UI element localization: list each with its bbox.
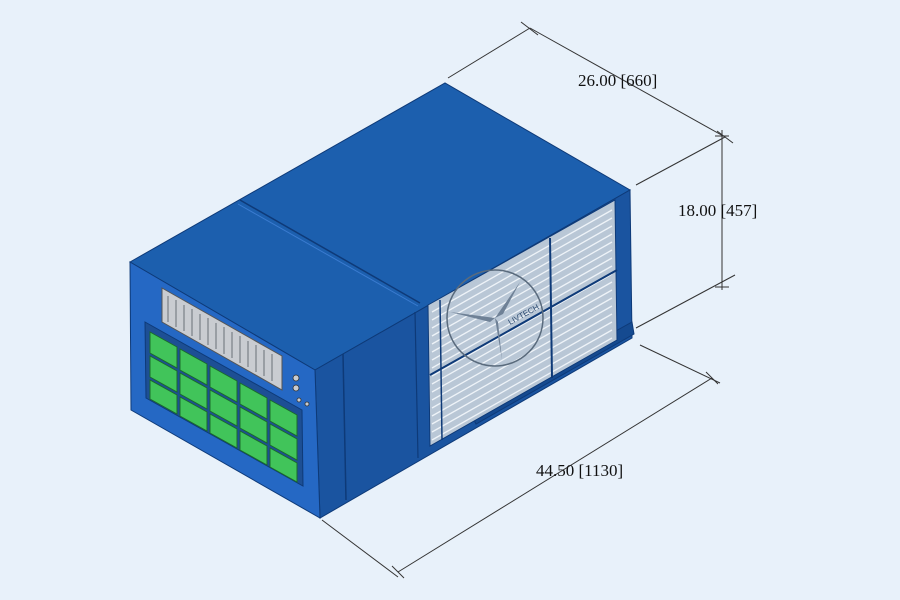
- battery-module-panel: [144, 321, 304, 487]
- dimension-length-label: 44.50 [1130]: [536, 461, 623, 480]
- front-rack: [161, 287, 283, 391]
- dimension-lines: [321, 21, 736, 579]
- fan-grille: [427, 199, 618, 447]
- indicator-lights: [292, 374, 310, 407]
- fan-icon: [446, 269, 544, 367]
- dimension-depth-label: 26.00 [660]: [578, 71, 657, 90]
- dimension-height-label: 18.00 [457]: [678, 201, 757, 220]
